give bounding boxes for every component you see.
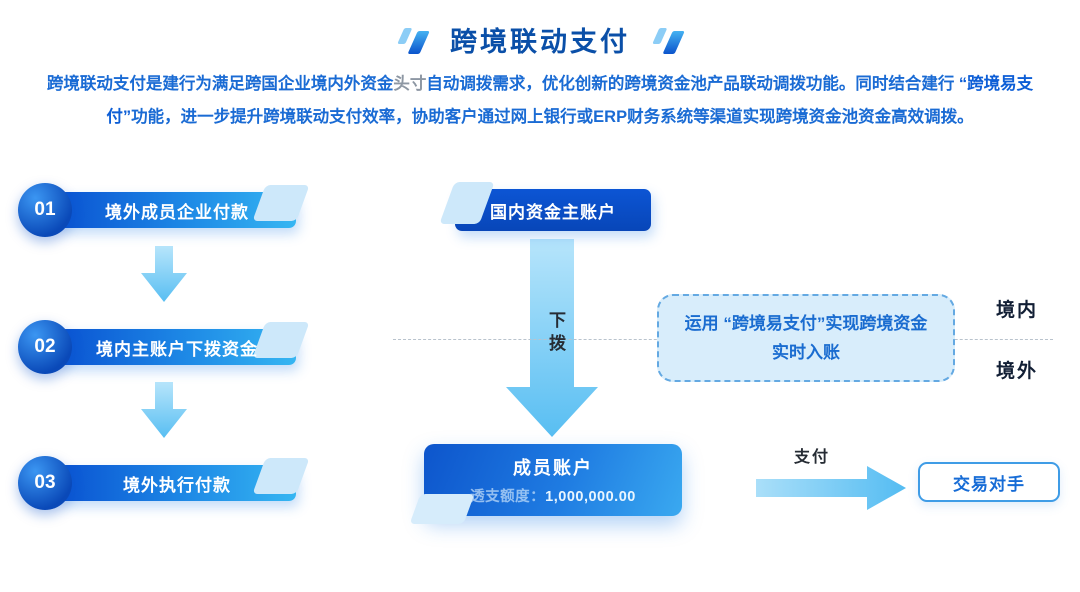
callout-box: 运用 “跨境易支付”实现跨境资金实时入账 — [657, 294, 955, 382]
step-number-badge: 02 — [18, 320, 72, 374]
header: 跨境联动支付 — [0, 20, 1080, 59]
domestic-master-account-box: 国内资金主账户 — [455, 189, 651, 231]
step-label: 境外执行付款 — [58, 465, 296, 501]
member-account-box: 成员账户 透支额度：1,000,000.00 — [424, 444, 682, 516]
overdraft-label: 透支额度： — [470, 489, 546, 505]
step-number-badge: 03 — [18, 456, 72, 510]
description-highlight: “跨境易支付” — [106, 75, 1034, 126]
payment-right-arrow-icon — [756, 466, 906, 510]
page-title: 跨境联动支付 — [450, 27, 630, 57]
step-item-3: 03 境外执行付款 — [18, 456, 298, 510]
description: 跨境联动支付是建行为满足跨国企业境内外资金头寸自动调拨需求，优化创新的跨境资金池… — [35, 68, 1045, 134]
overdraft-amount: 1,000,000.00 — [545, 489, 636, 505]
down-arrow-icon — [141, 246, 187, 302]
step-item-2: 02 境内主账户下拨资金 — [18, 320, 298, 374]
description-part2: 自动调拨需求，优化创新的跨境资金池产品联动调拨功能。同时结合建行 — [426, 75, 959, 93]
region-label-overseas: 境外 — [996, 361, 1039, 382]
title-decoration-right-icon — [652, 27, 685, 54]
member-account-title: 成员账户 — [513, 458, 593, 478]
overdraft-limit: 透支额度：1,000,000.00 — [470, 485, 636, 506]
transfer-down-label: 下拨 — [546, 311, 565, 357]
flow-down-arrow-icon — [506, 239, 598, 437]
description-muted: 头寸 — [393, 75, 427, 93]
slash-icon — [652, 27, 668, 44]
region-label-domestic: 境内 — [996, 300, 1039, 321]
slash-icon — [407, 31, 430, 54]
step-label: 境内主账户下拨资金 — [58, 329, 296, 365]
slash-icon — [397, 27, 413, 44]
counterparty-box: 交易对手 — [918, 462, 1060, 502]
step-item-1: 01 境外成员企业付款 — [18, 183, 298, 237]
step-label: 境外成员企业付款 — [58, 192, 296, 228]
down-arrow-icon — [141, 382, 187, 438]
description-part3: 功能，进一步提升跨境联动支付效率，协助客户通过网上银行或ERP财务系统等渠道实现… — [131, 108, 974, 126]
step-number-badge: 01 — [18, 183, 72, 237]
title-decoration-left-icon — [397, 27, 430, 54]
slash-icon — [662, 31, 685, 54]
description-part1: 跨境联动支付是建行为满足跨国企业境内外资金 — [46, 75, 394, 93]
payment-label: 支付 — [793, 449, 830, 466]
